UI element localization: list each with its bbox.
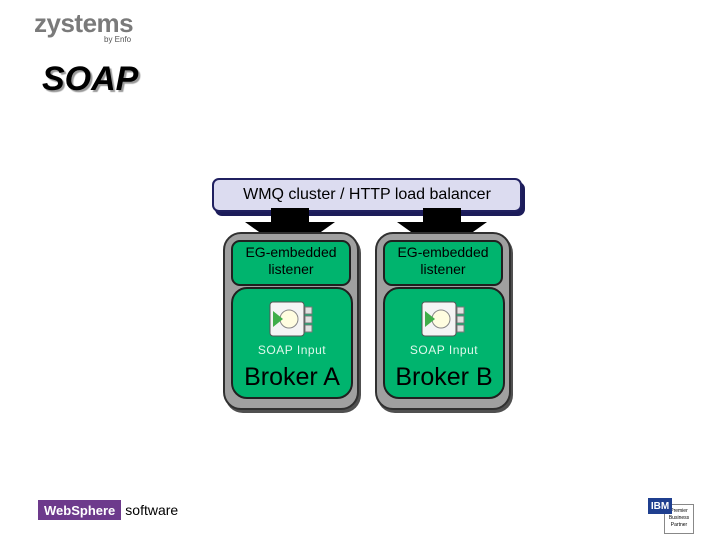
listener-label: EG-embedded listener — [245, 244, 337, 277]
load-balancer-label: WMQ cluster / HTTP load balancer — [243, 186, 491, 203]
websphere-brand: WebSphere — [38, 500, 122, 520]
broker-name: Broker B — [395, 363, 493, 391]
zystems-logo: zystems by Enfo — [34, 8, 144, 44]
soap-input-node-icon — [269, 301, 313, 337]
node-label: SOAP Input — [409, 343, 479, 357]
arrow-down-icon — [397, 208, 487, 254]
node-label: SOAP Input — [257, 343, 327, 357]
logo-subtext: by Enfo — [104, 35, 132, 44]
soap-input-node-icon — [421, 301, 465, 337]
websphere-software: software — [125, 502, 179, 518]
broker-b-box: EG-embedded listener SOAP Input Broker B — [375, 232, 511, 410]
listener-box: EG-embedded listener — [383, 240, 503, 286]
logo-word: zystems — [34, 8, 134, 38]
page-title: SOAP — [42, 60, 139, 98]
load-balancer-bar: WMQ cluster / HTTP load balancer — [212, 178, 522, 212]
websphere-logo: WebSphere software — [38, 500, 178, 520]
listener-label: EG-embedded listener — [397, 244, 489, 277]
arrow-down-icon — [245, 208, 335, 254]
listener-box: EG-embedded listener — [231, 240, 351, 286]
ibm-partner-badge: Premier Business Partner IBM — [648, 498, 696, 536]
ibm-logo: IBM — [648, 498, 672, 514]
broker-inner: SOAP Input Broker A — [231, 287, 353, 399]
broker-a-box: EG-embedded listener SOAP Input Broker A — [223, 232, 359, 410]
broker-name: Broker A — [244, 363, 340, 391]
broker-inner: SOAP Input Broker B — [383, 287, 505, 399]
